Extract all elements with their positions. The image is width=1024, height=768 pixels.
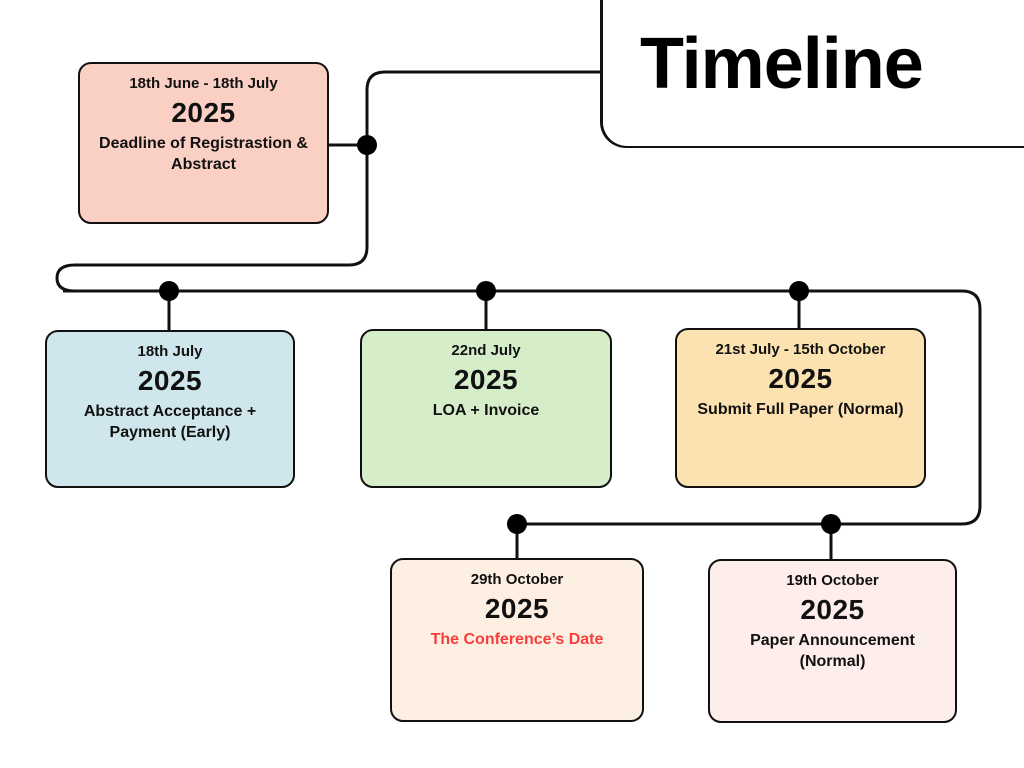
milestone-description: Paper Announcement (Normal) (750, 631, 915, 671)
milestone-card-fullpaper[interactable]: 21st July - 15th October 2025 Submit Ful… (675, 328, 926, 488)
milestone-date: 22nd July (451, 342, 521, 359)
milestone-year: 2025 (171, 96, 236, 128)
milestone-date: 18th July (137, 343, 203, 360)
milestone-card-loa[interactable]: 22nd July 2025 LOA + Invoice (360, 329, 612, 488)
milestone-year: 2025 (484, 592, 550, 624)
milestone-date: 18th June - 18th July (129, 75, 278, 92)
milestone-year: 2025 (453, 363, 519, 395)
milestone-date: 19th October (786, 572, 879, 589)
page-title: Timeline (640, 24, 924, 104)
milestone-year: 2025 (800, 593, 865, 625)
junction-dot-announcement (821, 514, 841, 534)
milestone-card-abstract[interactable]: 18th July 2025 Abstract Acceptance + Pay… (45, 330, 295, 488)
milestone-description: The Conference’s Date (430, 630, 604, 648)
milestone-description: LOA + Invoice (432, 401, 540, 419)
milestone-date: 29th October (470, 571, 564, 588)
milestone-description: Deadline of Registrastion & Abstract (99, 134, 308, 174)
junction-dot-abstract (159, 281, 179, 301)
junction-dot-registration (357, 135, 377, 155)
milestone-card-announcement[interactable]: 19th October 2025 Paper Announcement (No… (708, 559, 957, 723)
milestone-description: Submit Full Paper (Normal) (697, 400, 904, 418)
milestone-description: Abstract Acceptance + Payment (Early) (83, 402, 257, 442)
milestone-card-registration[interactable]: 18th June - 18th July 2025 Deadline of R… (78, 62, 329, 224)
junction-dot-conference (507, 514, 527, 534)
title-plate-fill (603, 0, 1024, 146)
milestone-year: 2025 (137, 364, 203, 396)
milestone-date: 21st July - 15th October (715, 341, 886, 358)
junction-dot-fullpaper (789, 281, 809, 301)
milestone-card-conference[interactable]: 29th October 2025 The Conference’s Date (390, 558, 644, 722)
junction-dot-loa (476, 281, 496, 301)
milestone-year: 2025 (768, 362, 833, 394)
